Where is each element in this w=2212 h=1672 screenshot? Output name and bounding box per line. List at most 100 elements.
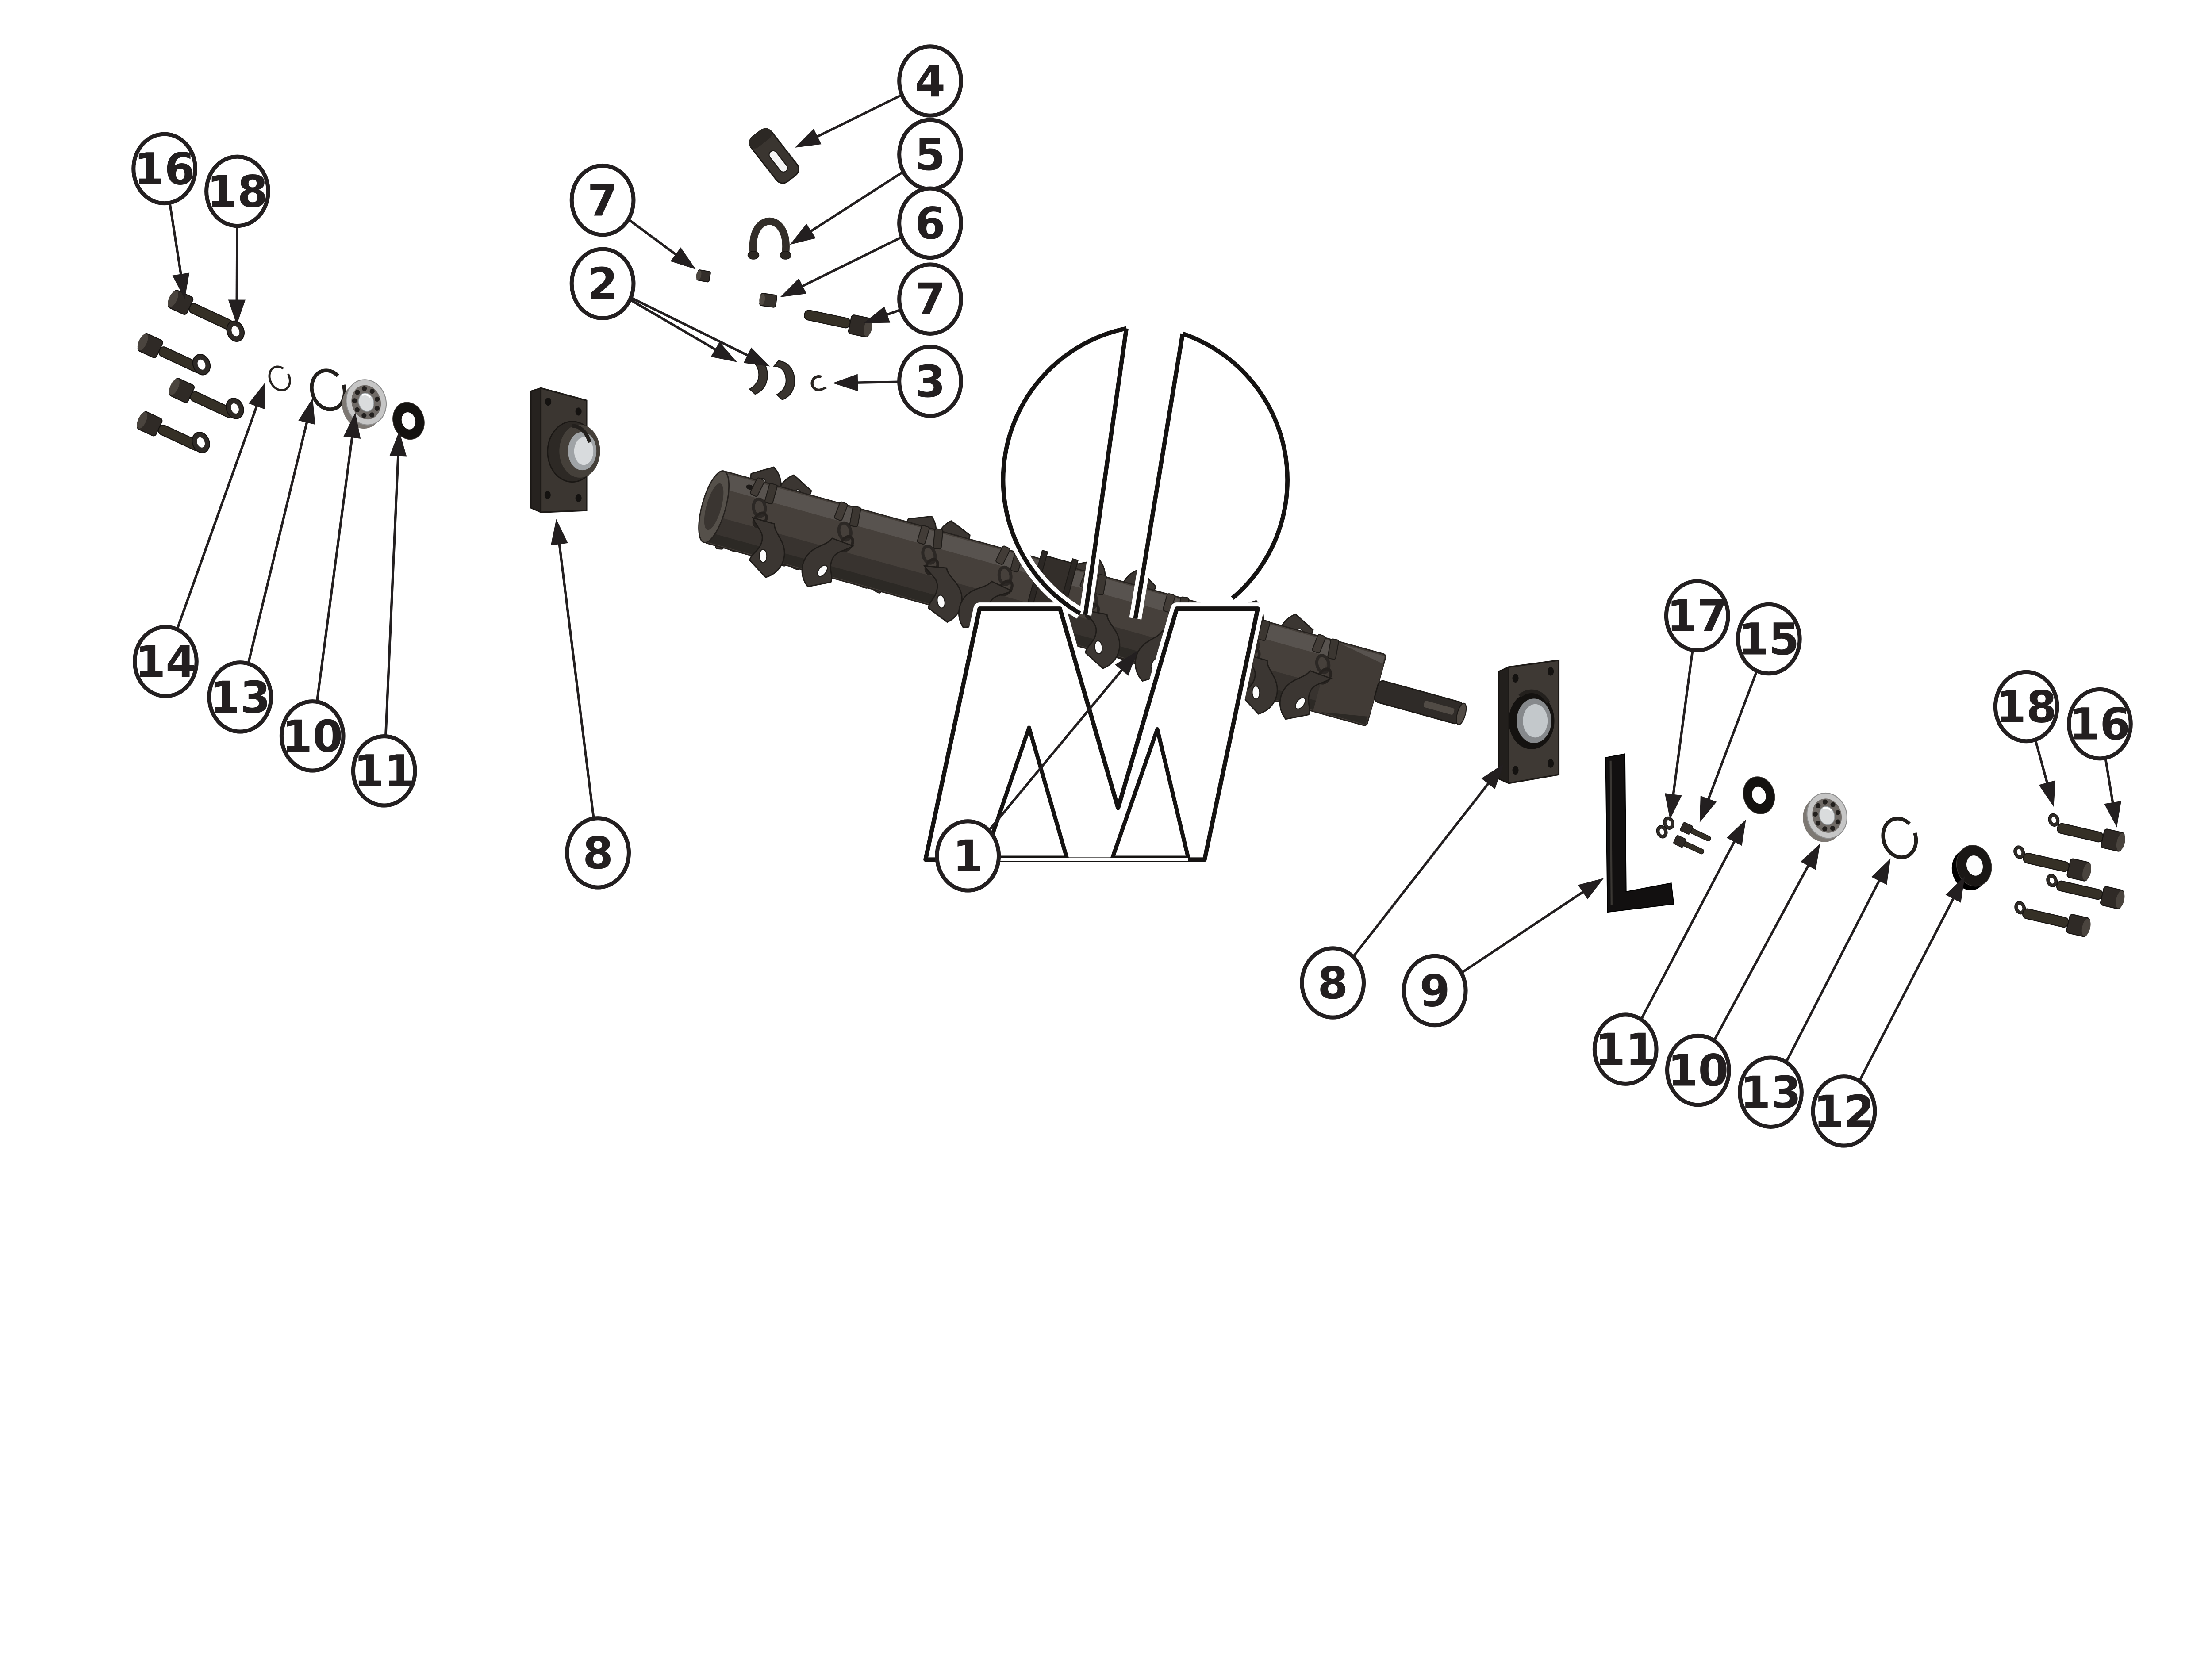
bearing-flange-right <box>1498 659 1560 784</box>
callout-18: 18 <box>1993 670 2059 807</box>
callout-balloon <box>279 699 346 773</box>
callout-8: 8 <box>551 519 631 890</box>
logo-circle-left-arc <box>1001 326 1127 615</box>
part-bearing <box>1803 792 1847 842</box>
callout-balloon <box>569 247 636 321</box>
callout-number: 10 <box>1667 1046 1728 1097</box>
callout-balloon <box>897 345 963 418</box>
leader-line <box>799 170 904 239</box>
leader-arrowhead <box>1664 793 1682 820</box>
leader-arrowhead <box>248 382 265 410</box>
leader-arrowhead <box>1871 858 1891 885</box>
callout-number: 7 <box>588 176 618 226</box>
callout-number: 9 <box>1420 966 1450 1016</box>
brand-watermark <box>919 322 1294 866</box>
part-washer <box>192 432 210 453</box>
callout-1: 1 <box>935 651 1138 893</box>
leader-line <box>384 443 400 736</box>
part-bolt <box>2057 823 2125 852</box>
leader-arrowhead <box>228 299 246 325</box>
part-bolt <box>2023 852 2091 882</box>
bearing-flange-left <box>530 387 600 514</box>
part-shackle <box>747 217 791 260</box>
callout-number: 18 <box>1996 682 2057 732</box>
leader-arrowhead <box>670 247 696 270</box>
callout-12: 12 <box>1811 876 1965 1148</box>
callout-number: 4 <box>915 56 945 107</box>
callout-number: 11 <box>1595 1024 1656 1075</box>
leader-arrowhead <box>298 398 315 425</box>
callout-balloon <box>1300 946 1366 1020</box>
leader-arrowhead <box>1115 651 1138 676</box>
flange-hole <box>545 397 552 406</box>
part-snapring <box>1881 817 1918 859</box>
callout-number: 11 <box>353 746 415 797</box>
leader-arrowhead <box>863 306 891 323</box>
leader-line <box>805 94 902 144</box>
callout-4: 4 <box>795 44 963 148</box>
leader-arrowhead <box>1481 763 1504 789</box>
leader-arrowhead <box>790 223 816 245</box>
leader-line <box>247 410 311 664</box>
leader-line <box>1785 869 1886 1063</box>
leader-arrowhead <box>832 374 858 391</box>
callout-balloon <box>1665 1033 1731 1107</box>
rotor-shaft-keyway <box>1423 701 1455 715</box>
leader-line <box>1713 854 1816 1041</box>
part-washer <box>192 354 211 376</box>
callout-balloon <box>1811 1074 1877 1148</box>
leader-line <box>1858 886 1960 1082</box>
part-washer-sm <box>1656 825 1668 839</box>
leader-arrowhead <box>1945 876 1965 903</box>
flange-left-bore-inner <box>574 437 594 465</box>
callout-balloon <box>351 734 417 808</box>
part-washer <box>226 320 245 342</box>
callout-balloon <box>897 186 963 260</box>
part-washer-sm <box>2013 845 2025 859</box>
callout-number: 16 <box>2069 699 2130 750</box>
callout-7: 7 <box>569 163 696 270</box>
part-bearing <box>342 379 387 429</box>
callout-number: 14 <box>135 637 196 687</box>
flange-hole <box>575 494 582 502</box>
callout-8: 8 <box>1300 763 1504 1020</box>
callout-9: 9 <box>1402 878 1604 1028</box>
flange-right-bore-shadow <box>1518 689 1550 703</box>
callout-11: 11 <box>1592 819 1746 1086</box>
leader-arrowhead <box>1578 878 1604 900</box>
callout-balloon <box>569 163 636 237</box>
callout-balloon <box>1664 579 1730 652</box>
part-seal-big <box>1951 845 1992 890</box>
part-washer-sm <box>2046 874 2058 887</box>
callout-number: 8 <box>1317 958 1348 1009</box>
flange-hole <box>1512 766 1519 775</box>
support-bracket-highlight <box>1609 760 1613 905</box>
part-washer-sm <box>2014 901 2026 915</box>
callout-balloon <box>1993 670 2059 744</box>
part-clamp-plate <box>749 128 799 184</box>
callout-balloon <box>1736 602 1802 676</box>
callout-number: 6 <box>915 198 945 249</box>
leader-line <box>790 236 902 293</box>
part-bolt <box>137 333 203 373</box>
callout-number: 5 <box>915 130 945 180</box>
part-pin <box>759 293 777 308</box>
callout-number: 17 <box>1667 591 1728 642</box>
flange-right-side-face <box>1498 666 1509 784</box>
part-washer-sm <box>2048 813 2060 827</box>
callout-13: 13 <box>1738 858 1891 1129</box>
leader-arrowhead <box>1800 843 1820 870</box>
leader-arrowhead <box>551 519 568 545</box>
logo-slash-left-edge <box>1083 328 1129 615</box>
callout-balloon <box>1402 954 1468 1028</box>
callout-balloon <box>2067 687 2133 761</box>
hardware-layer <box>137 128 2125 937</box>
leader-arrowhead <box>795 129 822 148</box>
flange-hole <box>1512 674 1519 683</box>
flange-left-side-face <box>530 387 541 514</box>
flail-tine-top <box>917 525 963 623</box>
callout-balloon <box>935 819 1001 893</box>
part-bolt <box>2022 908 2091 937</box>
